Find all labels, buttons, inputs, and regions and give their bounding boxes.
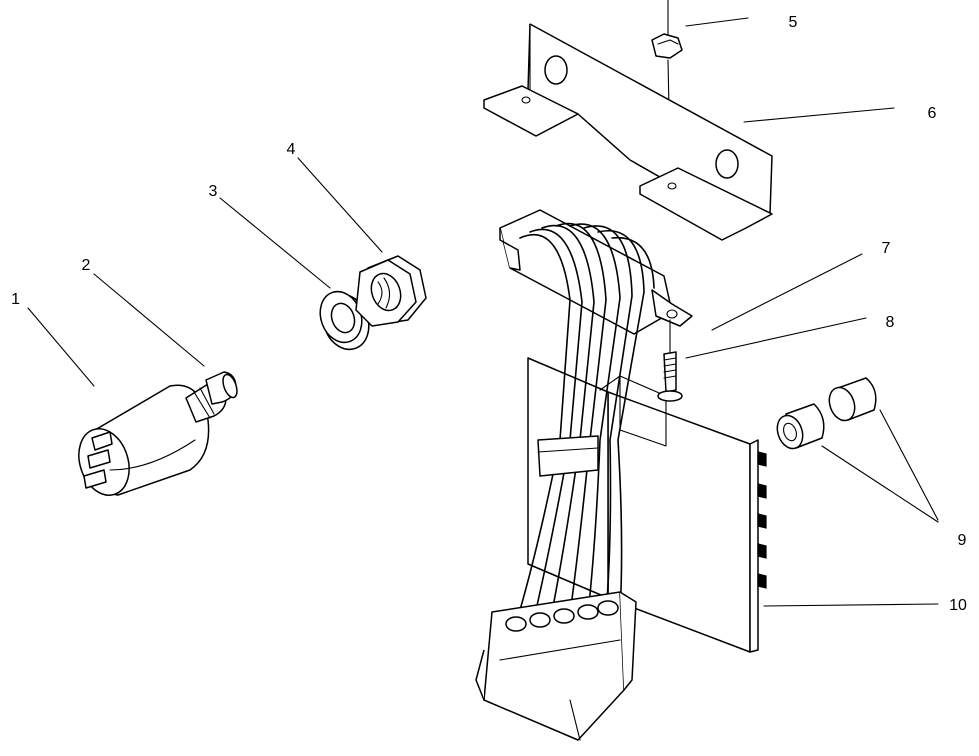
wire-harness: [519, 222, 655, 615]
callout-5: 5: [789, 14, 798, 31]
callout-9: 9: [958, 532, 967, 549]
callout-6: 6: [928, 105, 937, 122]
callout-10: 10: [949, 597, 967, 614]
part-4-hex-nut: [355, 255, 427, 327]
part-2-switch-plunger: [185, 371, 238, 423]
part-1-switch-body: [78, 384, 210, 496]
callout-2: 2: [82, 257, 91, 274]
callout-1: 1: [11, 291, 20, 308]
harness-bottom-connector: [475, 591, 637, 741]
part-7-harness-top-connector: [499, 209, 693, 335]
callout-7: 7: [882, 240, 891, 257]
callout-3: 3: [209, 183, 218, 200]
callout-8: 8: [886, 314, 895, 331]
part-9-bulbs: [776, 377, 877, 450]
leader-lines: [27, 17, 939, 607]
callout-4: 4: [287, 141, 296, 158]
part-10-circuit-board: [527, 357, 767, 653]
part-6-mounting-bracket: [483, 23, 773, 241]
part-8-screw: [657, 319, 683, 402]
